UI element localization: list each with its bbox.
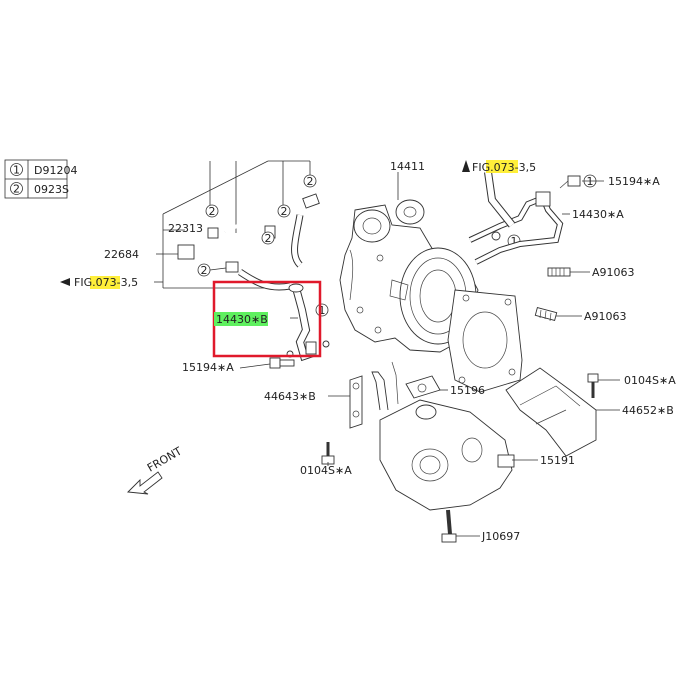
oil-pipe-b <box>288 283 330 362</box>
label-turbo: 14411 <box>390 160 425 173</box>
label-fig-left: FIG.073-3,5 <box>74 276 138 289</box>
coolant-hoses <box>177 193 320 291</box>
circle-2-c: 2 <box>281 205 288 218</box>
legend-code-2: 0923S <box>34 183 69 196</box>
turbocharger <box>339 199 523 393</box>
legend-num-1: 1 <box>13 164 20 177</box>
label-pipe-a: 14430∗A <box>572 208 624 221</box>
legend-table: 1 D91204 2 0923S <box>4 159 77 199</box>
circle-1-a: 1 <box>319 304 326 317</box>
front-label: FRONT <box>145 444 184 474</box>
bolt-left <box>269 350 295 369</box>
label-stud-1: A91063 <box>592 266 635 279</box>
pipe-b-highlight <box>214 312 268 326</box>
label-bolt-left: 15194∗A <box>182 361 234 374</box>
front-direction-arrow: FRONT <box>127 444 184 495</box>
label-bracket-b: 44643∗B <box>264 390 316 403</box>
label-bolt-0104-right: 0104S∗A <box>624 374 676 387</box>
circle-2-d: 2 <box>265 232 272 245</box>
label-manifold: 15191 <box>540 454 575 467</box>
fig-left-highlight <box>90 276 120 289</box>
circle-2-a: 2 <box>307 175 314 188</box>
label-cover: 44652∗B <box>622 404 674 417</box>
circle-2-e: 2 <box>201 264 208 277</box>
oil-pipe-a <box>468 171 564 265</box>
circle-1-c: 1 <box>587 175 594 188</box>
legend-code-1: D91204 <box>34 164 77 177</box>
circle-2-b: 2 <box>209 205 216 218</box>
label-bolt-top: 15194∗A <box>608 175 660 188</box>
fig-top-highlight <box>486 160 518 173</box>
bolt-bottom <box>441 509 457 543</box>
label-bolt-0104-left: 0104S∗A <box>300 464 352 477</box>
bolt-top <box>559 175 581 189</box>
label-pipe-b: 14430∗B <box>216 313 268 326</box>
callout-labels: 14411 FIG.073-3,5 15194∗A 14430∗A A91063… <box>74 160 676 543</box>
label-fig-top: FIG.073-3,5 <box>472 161 536 174</box>
label-stud-2: A91063 <box>584 310 627 323</box>
hose-clip-markers: 2 2 2 2 2 1 1 1 <box>197 174 597 317</box>
bracket-b <box>349 375 363 429</box>
heat-cover <box>505 367 597 457</box>
gasket <box>405 375 441 399</box>
label-gasket: 15196 <box>450 384 485 397</box>
label-hose-22313: 22313 <box>168 222 203 235</box>
exhaust-manifold <box>371 361 515 511</box>
label-bolt-bottom: J10697 <box>481 530 520 543</box>
legend-num-2: 2 <box>13 183 20 196</box>
circle-1-b: 1 <box>511 235 518 248</box>
leader-lines <box>60 160 620 537</box>
studs <box>534 267 571 322</box>
label-hose-22684: 22684 <box>104 248 139 261</box>
